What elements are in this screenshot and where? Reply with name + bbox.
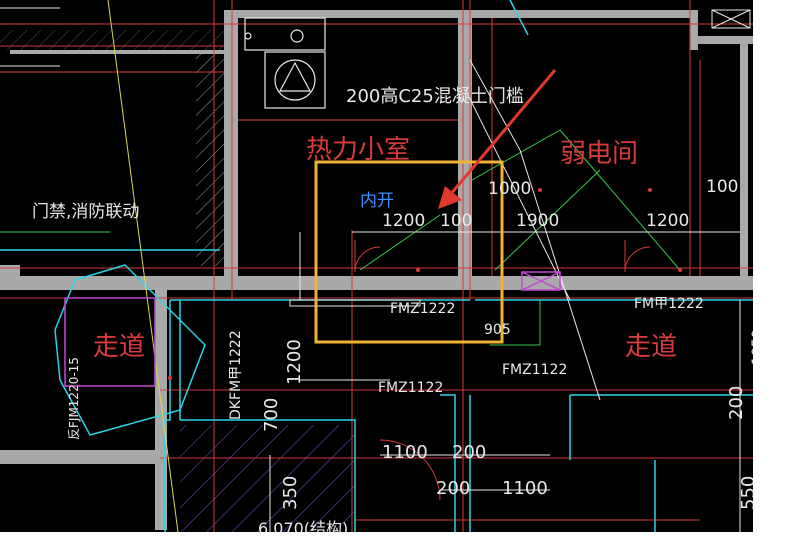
- dim-1200-vert: 1200: [284, 339, 305, 385]
- inward-open-label: 内开: [360, 191, 394, 211]
- dim-200-b: 200: [436, 478, 470, 499]
- dim-1100-a: 1100: [382, 442, 428, 463]
- walls: [0, 10, 753, 530]
- door-fmz1222: FMZ1222: [390, 301, 455, 317]
- dim-1900: 1900: [516, 211, 559, 231]
- threshold-note: 200高C25混凝土门槛: [346, 86, 524, 107]
- right-margin: [753, 0, 786, 542]
- top-right-block: [711, 9, 751, 29]
- dim-700: 700: [261, 398, 282, 432]
- thermal-room-label: 热力小室: [306, 135, 410, 165]
- hatched-floor-zone: [180, 425, 355, 532]
- dim-350: 350: [280, 476, 301, 510]
- door-fmjia1222: FM甲1222: [634, 296, 704, 312]
- hatched-wall-left: [196, 54, 224, 266]
- dim-905: 905: [484, 322, 511, 338]
- dim-1100-b: 1100: [502, 478, 548, 499]
- dim-200-right-vert: 200: [726, 386, 747, 420]
- green-guides: [0, 129, 681, 346]
- weak-room-label: 弱电间: [560, 139, 638, 169]
- dim-1200-left: 1200: [382, 211, 425, 231]
- corridor-left-label: 走道: [93, 332, 145, 362]
- dim-100-right: 100: [706, 177, 738, 197]
- access-control-label: 门禁,消防联动: [32, 202, 139, 222]
- yellow-guide-line: [107, 0, 179, 533]
- highlight-box: [314, 160, 504, 344]
- dim-1200-right: 1200: [646, 211, 689, 231]
- corridor-right-label: 走道: [625, 332, 677, 362]
- bottom-margin: [0, 532, 786, 542]
- magenta-door-elements: [64, 271, 561, 387]
- door-fmz1122-right: FMZ1122: [502, 362, 567, 378]
- grid-markers: [168, 188, 682, 380]
- door-fmz1122-left: FMZ1122: [378, 380, 443, 396]
- annotation-arrow: [438, 69, 557, 209]
- door-swings: [354, 240, 651, 501]
- dim-1000: 1000: [488, 179, 531, 199]
- door-fyjm1220: 反FJM1220-15: [67, 357, 81, 440]
- dim-100-mid: 100: [440, 211, 472, 231]
- hatched-wall-top: [0, 30, 224, 50]
- dim-200-a: 200: [452, 442, 486, 463]
- door-dkfmjia1222: DKFM甲1222: [228, 330, 244, 420]
- equipment-symbol: [244, 17, 326, 109]
